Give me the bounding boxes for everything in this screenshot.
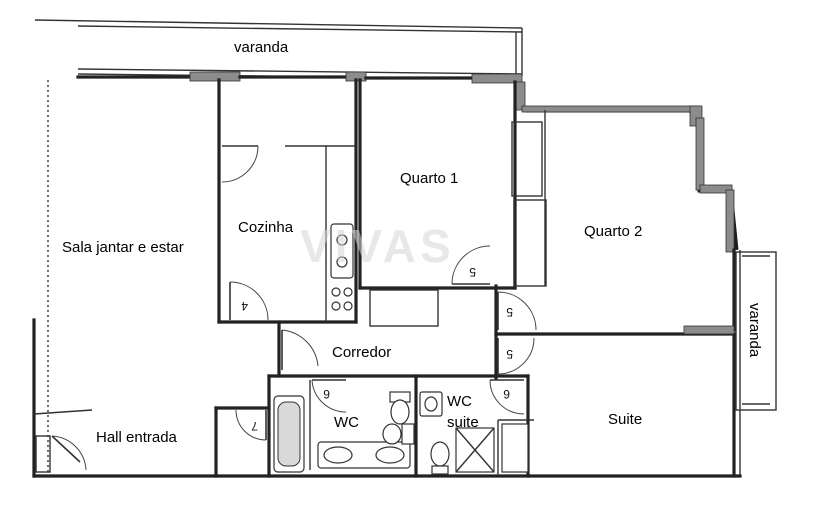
door-number-quarto1: 5 — [469, 265, 476, 279]
outer-walls — [32, 71, 742, 478]
door-number-cozinha: 4 — [241, 299, 248, 313]
label-varanda-top: varanda — [234, 39, 289, 56]
watermark-logo: VIVAS — [300, 220, 455, 272]
door-numbers: 4 5 5 5 6 6 7 — [241, 265, 513, 433]
fixtures — [273, 223, 529, 475]
label-wc-suite-line2: suite — [447, 414, 479, 431]
doors — [51, 145, 537, 471]
door-number-wc-suite: 6 — [503, 387, 510, 401]
label-corredor: Corredor — [332, 344, 391, 361]
door-number-quarto2: 5 — [506, 305, 513, 319]
door-number-wc: 6 — [323, 387, 330, 401]
door-number-hall-closet: 7 — [251, 419, 258, 433]
label-suite: Suite — [608, 411, 642, 428]
label-cozinha: Cozinha — [238, 219, 294, 236]
interior-walls — [33, 78, 736, 478]
room-labels: varanda Sala jantar e estar Cozinha Quar… — [62, 39, 763, 446]
label-wc: WC — [334, 414, 359, 431]
side-balcony — [735, 251, 777, 411]
label-quarto1: Quarto 1 — [400, 170, 458, 187]
label-sala: Sala jantar e estar — [62, 239, 184, 256]
label-quarto2: Quarto 2 — [584, 223, 642, 240]
label-varanda-side: varanda — [746, 303, 763, 358]
label-wc-suite-line1: WC — [447, 393, 472, 410]
door-number-suite: 5 — [506, 347, 513, 361]
label-hall: Hall entrada — [96, 429, 178, 446]
